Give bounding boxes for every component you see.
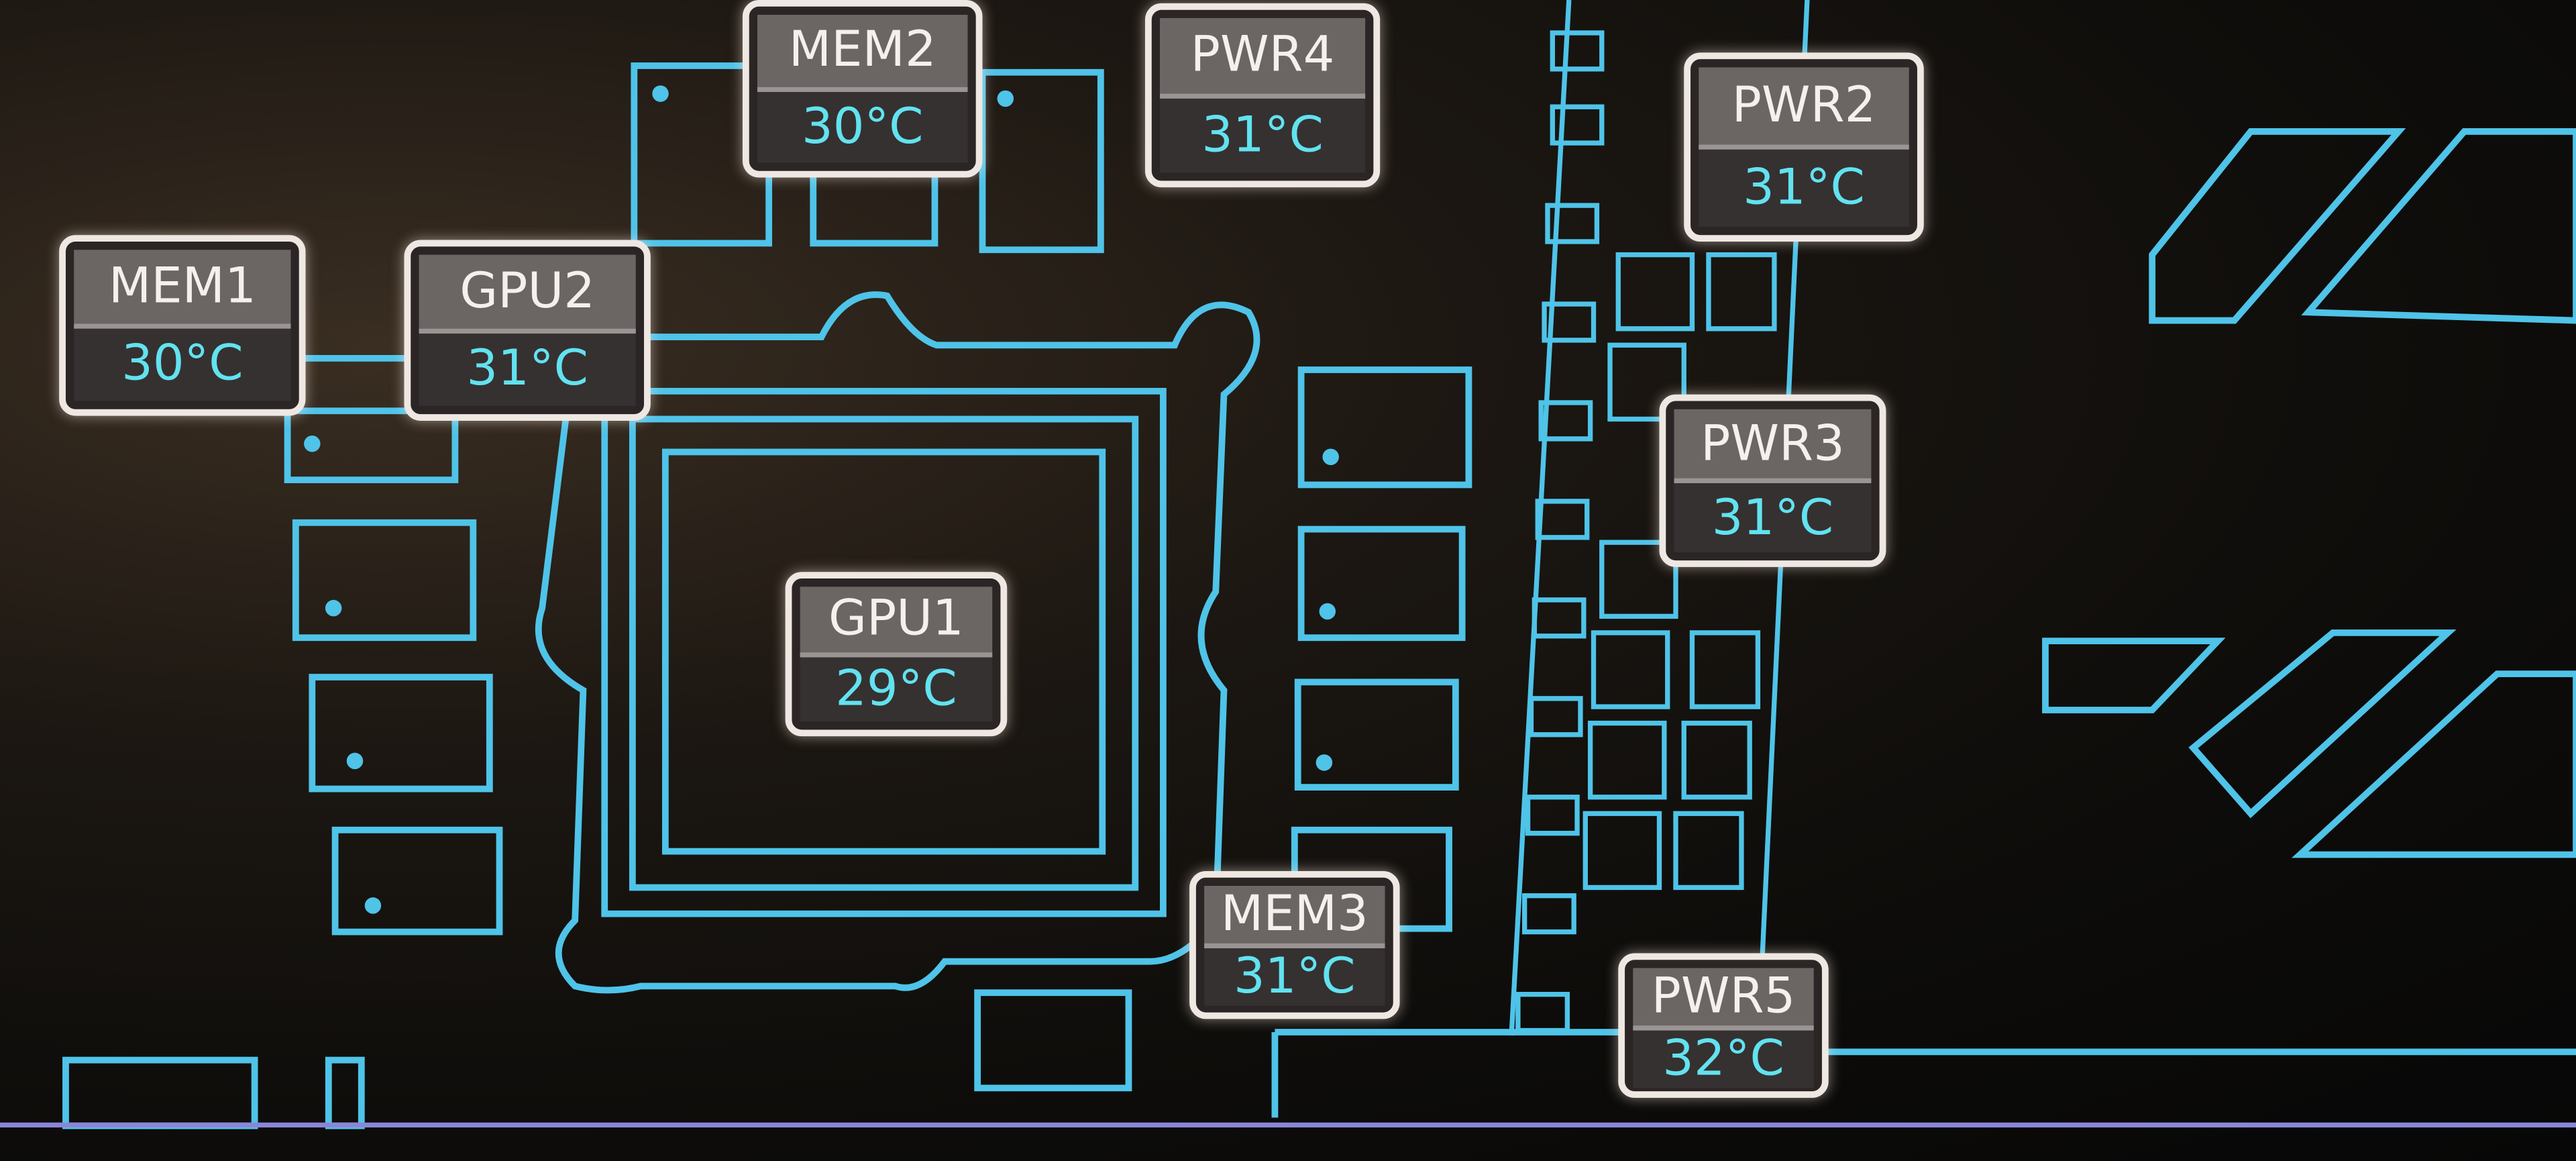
sensor-temp: 31°C bbox=[1674, 483, 1872, 552]
sensor-label: MEM3 bbox=[1204, 886, 1385, 949]
sensor-label: GPU1 bbox=[800, 587, 993, 657]
sensor-temp: 31°C bbox=[419, 332, 636, 406]
sensor-temp: 32°C bbox=[1633, 1030, 1814, 1089]
screen-bottom-edge bbox=[0, 1122, 2576, 1128]
gpu-die bbox=[661, 448, 1106, 855]
sensor-temp: 31°C bbox=[1204, 948, 1385, 1006]
gpu-substrate-outer bbox=[601, 387, 1167, 917]
sensor-label: MEM2 bbox=[757, 15, 968, 91]
sensor-temp: 31°C bbox=[1699, 149, 1909, 227]
sensor-label: PWR4 bbox=[1159, 17, 1366, 98]
sensor-temp: 29°C bbox=[800, 656, 993, 722]
sensor-label: PWR5 bbox=[1633, 968, 1814, 1031]
sensor-label: PWR3 bbox=[1674, 409, 1872, 484]
sensor-label: GPU2 bbox=[419, 254, 636, 333]
sensor-temp: 30°C bbox=[757, 91, 968, 163]
sensor-temp: 31°C bbox=[1159, 97, 1366, 173]
sensor-label: PWR2 bbox=[1699, 67, 1909, 150]
gpu-package-outline bbox=[535, 291, 1260, 994]
chip-dots bbox=[304, 85, 1339, 914]
sensor-temp: 30°C bbox=[74, 327, 291, 401]
sensor-label: MEM1 bbox=[74, 250, 291, 328]
